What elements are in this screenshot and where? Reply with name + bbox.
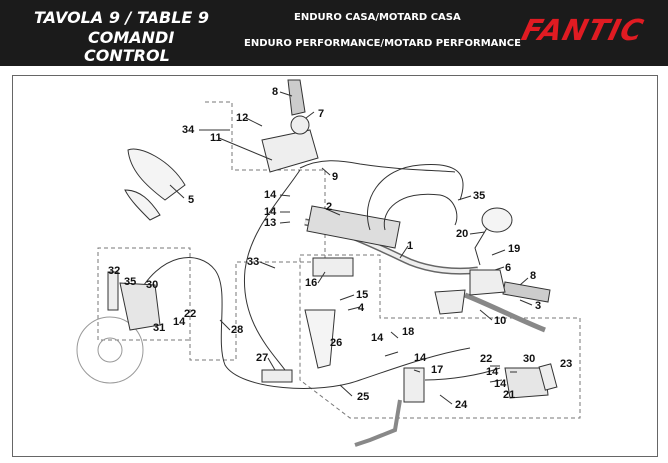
clutch-cable [134, 257, 471, 389]
throttle-housing [290, 115, 310, 135]
model-line-casa: ENDURO CASA/MOTARD CASA [294, 12, 461, 23]
diagram-frame [12, 75, 658, 457]
rear-brake-pad [538, 363, 558, 391]
callout-24: 24 [455, 399, 468, 411]
cable-adjuster [261, 369, 293, 383]
callout-16: 16 [305, 277, 318, 289]
callout-15: 15 [356, 289, 369, 301]
callout-28: 28 [231, 324, 244, 336]
callout-22: 22 [480, 353, 493, 365]
callout-14: 14 [371, 332, 384, 344]
callout-3: 3 [535, 300, 542, 312]
callout-22: 22 [184, 308, 197, 320]
throttle-cable-3 [383, 193, 458, 231]
callout-8: 8 [530, 270, 537, 282]
clutch-perch [434, 289, 466, 315]
callout-2: 2 [326, 201, 333, 213]
right-grip [502, 281, 551, 303]
callout-27: 27 [256, 352, 269, 364]
callout-10: 10 [494, 315, 507, 327]
callout-6: 6 [505, 262, 512, 274]
mirror-stem [474, 227, 488, 266]
rear-brake-pedal [354, 399, 402, 447]
section-title-italian: COMANDI [88, 28, 175, 47]
rear-master-cylinder [403, 367, 425, 403]
callout-21: 21 [503, 389, 516, 401]
model-line-performance: ENDURO PERFORMANCE/MOTARD PERFORMANCE [244, 38, 521, 49]
group-outline-rear-brake [299, 254, 581, 419]
callout-14: 14 [264, 206, 277, 218]
kill-switch-pad [312, 257, 354, 277]
callout-11: 11 [210, 132, 222, 144]
callout-33: 33 [247, 256, 260, 268]
callout-7: 7 [318, 108, 325, 120]
callout-31: 31 [153, 322, 166, 334]
callout-19: 19 [508, 243, 521, 255]
callout-1: 1 [407, 240, 414, 252]
front-master-cylinder [469, 269, 506, 296]
front-caliper [119, 282, 161, 331]
front-brake-hose [243, 169, 301, 371]
left-switch-assembly [261, 129, 319, 173]
table-title: TAVOLA 9 / TABLE 9 [34, 8, 210, 27]
callout-25: 25 [357, 391, 370, 403]
callout-17: 17 [431, 364, 444, 376]
throttle-cable-2 [366, 163, 464, 231]
callout-14: 14 [494, 378, 507, 390]
throttle-grip-top [287, 79, 306, 116]
callout-30: 30 [146, 279, 159, 291]
handguard [127, 148, 186, 201]
callout-14: 14 [414, 352, 427, 364]
front-brake-disc [76, 316, 144, 384]
callout-23: 23 [560, 358, 573, 370]
header-bar: TAVOLA 9 / TABLE 9 COMANDI CONTROL ENDUR… [0, 0, 668, 66]
callout-9: 9 [332, 171, 339, 183]
callout-12: 12 [236, 112, 249, 124]
handguard-bracket [124, 189, 161, 221]
callout-26: 26 [330, 337, 343, 349]
callout-4: 4 [358, 302, 365, 314]
callout-8: 8 [272, 86, 279, 98]
handlebar-pad [306, 205, 401, 249]
front-brake-lever [464, 292, 546, 333]
callout-35: 35 [473, 190, 486, 202]
mirror [481, 207, 513, 233]
rear-brake-hose [424, 367, 501, 381]
callout-5: 5 [188, 194, 195, 206]
callout-32: 32 [108, 265, 121, 277]
callout-14: 14 [173, 316, 186, 328]
front-brake-pad [107, 271, 119, 311]
section-title-english: CONTROL [84, 46, 170, 65]
callout-14: 14 [264, 189, 277, 201]
callout-14: 14 [486, 366, 499, 378]
throttle-cable-1 [299, 160, 456, 173]
callout-34: 34 [182, 124, 195, 136]
callout-30: 30 [523, 353, 536, 365]
mounting-bracket [304, 309, 336, 369]
callout-20: 20 [456, 228, 469, 240]
callout-18: 18 [402, 326, 415, 338]
callout-35: 35 [124, 276, 137, 288]
callout-13: 13 [264, 217, 277, 229]
rear-caliper [504, 367, 549, 399]
